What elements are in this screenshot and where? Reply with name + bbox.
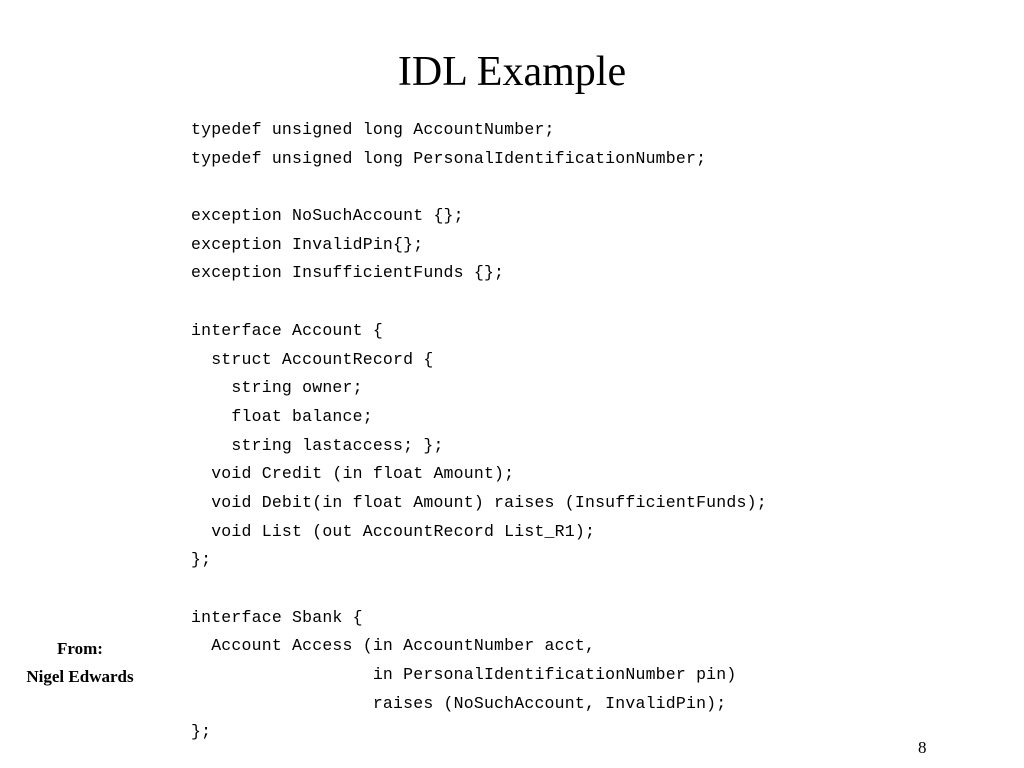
slide-title: IDL Example: [397, 49, 627, 95]
code-line: typedef unsigned long AccountNumber;: [191, 120, 555, 139]
code-line: [191, 288, 767, 317]
code-line: void List (out AccountRecord List_R1);: [191, 521, 596, 541]
code-line: exception NoSuchAccount {};: [191, 206, 464, 226]
attribution-from-label: From:: [57, 639, 103, 658]
code-line: struct AccountRecord {: [191, 349, 434, 369]
code-line: float balance;: [191, 406, 373, 426]
code-line: exception InsufficientFunds {};: [191, 263, 505, 283]
code-line: Account Access (in AccountNumber acct,: [191, 636, 596, 656]
code-line: void Credit (in float Amount);: [191, 464, 515, 484]
code-line: typedef unsigned long PersonalIdentifica…: [191, 148, 707, 168]
code-block: typedef unsigned long AccountNumber; typ…: [191, 116, 767, 747]
code-line: [191, 575, 767, 604]
code-line: in PersonalIdentificationNumber pin): [191, 665, 737, 685]
code-line: };: [191, 722, 212, 742]
code-line: interface Account {: [191, 320, 383, 340]
attribution-author: Nigel Edwards: [26, 667, 134, 686]
attribution: From: Nigel Edwards: [0, 635, 160, 691]
code-line: exception InvalidPin{};: [191, 234, 424, 254]
code-line: raises (NoSuchAccount, InvalidPin);: [191, 693, 727, 713]
code-line: interface Sbank {: [191, 607, 363, 627]
code-line: string owner;: [191, 378, 363, 398]
code-line: [191, 173, 767, 202]
code-line: };: [191, 550, 212, 570]
code-line: string lastaccess; };: [191, 435, 444, 455]
code-line: void Debit(in float Amount) raises (Insu…: [191, 492, 767, 512]
page-number: 8: [918, 738, 927, 757]
